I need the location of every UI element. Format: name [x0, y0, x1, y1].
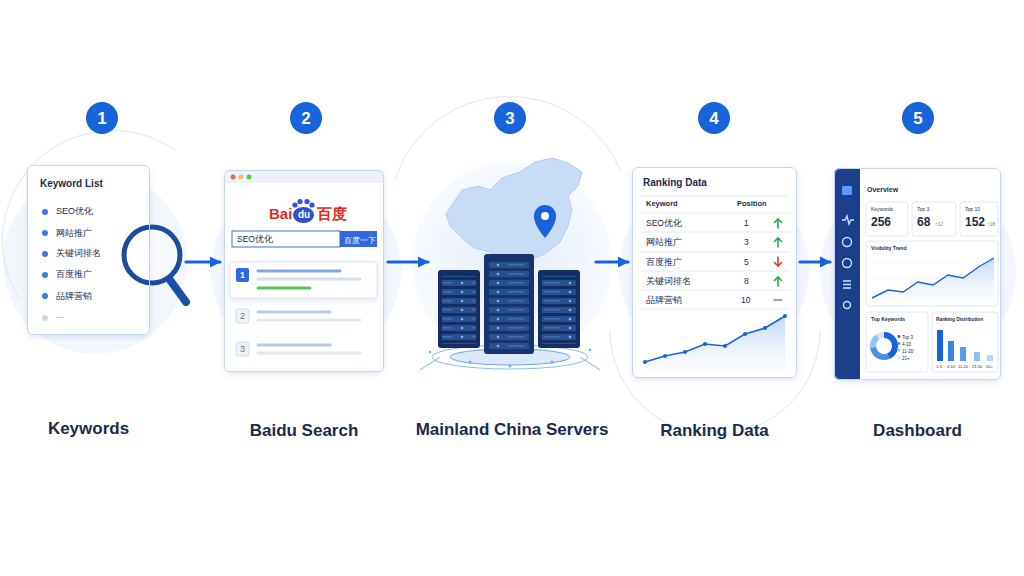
- card-text: 5: [744, 258, 749, 268]
- card-text: Ranking Distribution: [936, 317, 983, 323]
- step-number: 1: [86, 102, 118, 134]
- card-text: Top 3: [902, 335, 913, 340]
- card-text: 网站推广: [646, 238, 682, 248]
- card-text: 3: [744, 238, 749, 248]
- card-text: 4-10: [902, 342, 911, 347]
- browser-chrome: [224, 170, 384, 356]
- card-text: SEO优化: [237, 235, 273, 245]
- step-caption: Dashboard: [873, 421, 962, 441]
- server-racks: [420, 254, 600, 370]
- step-number-text: 2: [301, 110, 310, 127]
- step-number-text: 4: [709, 110, 718, 127]
- card-text: Keyword List: [40, 178, 103, 190]
- magnifier-icon: [124, 227, 186, 302]
- flow-arrow: [186, 260, 220, 263]
- step-number-text: 1: [97, 110, 106, 127]
- card-text: 1-3: [936, 365, 942, 370]
- card-text: 68: [917, 216, 930, 230]
- card-text: ↑12: [935, 222, 943, 228]
- card-text: 50+: [986, 365, 993, 370]
- card-text: 百度推广: [646, 258, 682, 268]
- card-text: Top Keywords: [871, 317, 905, 323]
- card-text: 152: [965, 216, 985, 230]
- card-text: 百度: [317, 205, 347, 222]
- card-text: Keyword: [646, 200, 678, 209]
- card-text: 11-20: [902, 349, 913, 354]
- step-number-text: 3: [505, 110, 514, 127]
- card-text: 256: [871, 216, 891, 230]
- step-number: 2: [290, 102, 322, 134]
- step-number-text: 5: [913, 110, 922, 127]
- card-text: Keywords: [871, 207, 893, 213]
- dashboard-card: OverviewKeywords256Top 368↑12Top 10152↑1…: [834, 168, 1001, 380]
- china-map: [446, 158, 582, 262]
- dashboard-mockup: [834, 168, 998, 380]
- card-text: 8: [744, 277, 749, 287]
- step-caption: Ranking Data: [660, 421, 769, 441]
- step-number: 3: [494, 102, 526, 134]
- list-bullets: [42, 209, 48, 321]
- card-text: 品牌营销: [56, 291, 92, 301]
- card-text: 百度推广: [56, 269, 92, 279]
- keyword-list-card: Keyword ListSEO优化网站推广关键词排名百度推广品牌营销...Key…: [27, 165, 150, 335]
- card-text: Bai: [269, 205, 292, 222]
- ranking-table-lines: [640, 196, 790, 309]
- flow-arrow: [388, 260, 428, 263]
- card-text: 10: [741, 296, 750, 306]
- card-text: 网站推广: [56, 228, 92, 238]
- card-text: 关键词排名: [56, 248, 101, 258]
- trend-arrows: [774, 219, 782, 300]
- card-text: 4-10: [947, 365, 955, 370]
- step-caption: Mainland China Servers: [416, 420, 609, 440]
- flow-arrow: [596, 260, 628, 263]
- card-text: SEO优化: [56, 206, 93, 216]
- card-text: Top 10: [965, 207, 980, 213]
- card-text: ↑18: [987, 222, 995, 228]
- card-text: 11-20: [958, 365, 968, 370]
- card-text: Position: [737, 200, 767, 209]
- step-number: 4: [698, 102, 730, 134]
- card-text: 1: [240, 270, 245, 280]
- card-text: du: [298, 209, 310, 221]
- ranking-line-chart: [643, 314, 787, 372]
- card-text: 1: [744, 219, 749, 229]
- card-text: Visibility Trend: [871, 246, 906, 252]
- card-text: ...: [56, 310, 64, 320]
- step-caption: Keywords: [48, 419, 129, 439]
- card-text: 百度一下: [344, 236, 376, 245]
- card-text: 2: [240, 311, 245, 321]
- step-caption: Baidu Search: [250, 421, 359, 441]
- baidu-search-card: Baidu百度SEO优化百度一下123Baidu Search: [224, 170, 384, 372]
- card-text: 21-50: [972, 365, 982, 370]
- step-number: 5: [902, 102, 934, 134]
- card-text: 3: [240, 344, 245, 354]
- flow-arrow: [800, 260, 830, 263]
- card-text: SEO优化: [646, 219, 682, 229]
- card-text: 21+: [902, 356, 910, 361]
- card-text: Ranking Data: [643, 177, 707, 189]
- card-text: 品牌营销: [646, 296, 682, 306]
- card-text: Top 3: [917, 207, 929, 213]
- server-region: Mainland China Servers: [430, 150, 594, 375]
- card-text: 关键词排名: [646, 277, 691, 287]
- ranking-data-card: Ranking DataKeyword PositionSEO优化 1 网站推广 3 百度…: [632, 167, 797, 378]
- card-text: Overview: [867, 186, 898, 194]
